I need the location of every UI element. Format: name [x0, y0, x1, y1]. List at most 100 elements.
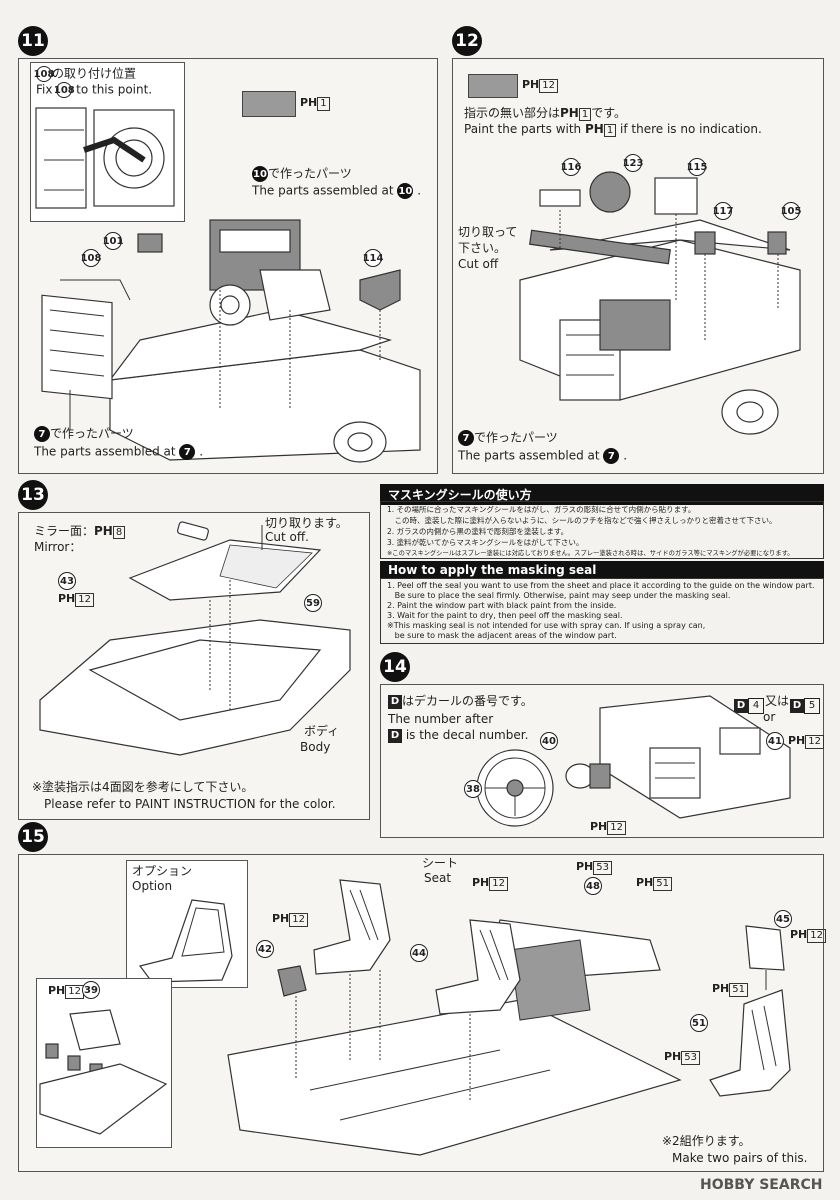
rear-seat-drawing [709, 925, 791, 1097]
step-13-body-drawing [39, 521, 351, 756]
paint-swatch-ph1 [242, 91, 296, 117]
inset-note-jp: 108の取り付け位置 [33, 66, 137, 82]
step-11-badge: 11 [18, 26, 48, 56]
step12-assembled-7-en: The parts assembled at 7 . [458, 448, 628, 464]
part-43: 43 [58, 572, 76, 590]
part-40: 40 [540, 732, 558, 750]
paint-refer-en: Please refer to PAINT INSTRUCTION for th… [44, 797, 336, 811]
step-ref-10-icon: 10 [252, 166, 268, 182]
part-51: 51 [690, 1014, 708, 1032]
option-label-en: Option [132, 879, 173, 893]
assembled-10-jp: 10で作ったパーツ [252, 166, 352, 182]
masking-jp-line: 2. ガラスの内側から黒の塗料で彫刻部を塗装します。 [387, 527, 569, 536]
part-117: 117 [713, 202, 733, 220]
decal-or-en: or [763, 710, 776, 724]
decal-note-en-2: D is the decal number. [388, 728, 528, 743]
masking-en-line: 2. Paint the window part with black pain… [387, 601, 617, 610]
step-15-badge: 15 [18, 822, 48, 852]
part-115: 115 [687, 158, 707, 176]
option-bucket-seat-drawing [138, 899, 233, 983]
step-14-badge: 14 [380, 652, 410, 682]
part-41: 41 [766, 732, 784, 750]
masking-en-line: ※This masking seal is not intended for u… [387, 621, 706, 630]
part-108: 108 [81, 249, 101, 267]
masking-en-line: be sure to mask the adjacent areas of th… [387, 631, 617, 640]
part-123: 123 [623, 154, 643, 172]
step-13-badge: 13 [18, 480, 48, 510]
step-11-assembly-drawing [41, 219, 421, 463]
cut-off-label-en: Cut off. [265, 530, 309, 544]
part-116: 116 [561, 158, 581, 176]
masking-en-line: 3. Wait for the paint to dry, then peel … [387, 611, 623, 620]
watermark-logo: HOBBY SEARCH [700, 1177, 823, 1193]
make-pairs-en: Make two pairs of this. [672, 1151, 808, 1165]
seat-label-jp: シート [422, 856, 459, 870]
masking-jp-box: 1. その場所に合ったマスキングシールをはがし、ガラスの彫刻に合せて内側から貼り… [380, 501, 824, 559]
part-38: 38 [464, 780, 482, 798]
masking-jp-line: 1. その場所に合ったマスキングシールをはがし、ガラスの彫刻に合せて内側から貼り… [387, 505, 696, 514]
seat-label-en: Seat [424, 871, 452, 885]
pedal-drawing [39, 1009, 168, 1135]
part-101: 101 [103, 232, 123, 250]
cut-off-label-jp: 切り取ります。 [265, 516, 348, 530]
masking-en-box: 1. Peel off the seal you want to use fro… [380, 578, 824, 644]
step-12-badge: 12 [452, 26, 482, 56]
part-45: 45 [774, 910, 792, 928]
part-105: 105 [781, 202, 801, 220]
mirror-label-en: Mirror： [34, 540, 82, 554]
part-44: 44 [410, 944, 428, 962]
step-15-interior-drawing [227, 879, 682, 1156]
part-108-label: 108 [34, 66, 54, 82]
paint-swatch-ph12 [468, 74, 518, 98]
decal-note-en-1: The number after [388, 712, 494, 726]
assembled-7-en: The parts assembled at 7 . [34, 444, 204, 460]
part-59: 59 [304, 594, 322, 612]
step-ref-7-icon: 7 [34, 426, 50, 442]
masking-jp-line: ※このマスキングシールはスプレー塗装には対応しておりません。スプレー塗装される時… [387, 550, 794, 557]
step-12-assembly-drawing [519, 171, 801, 435]
body-label-jp: ボディ [304, 724, 340, 738]
inset-engine-bay-drawing [35, 107, 175, 209]
part-48: 48 [584, 877, 602, 895]
masking-en-line: Be sure to place the seal firmly. Otherw… [387, 591, 731, 600]
masking-jp-line: 3. 塗料が乾いてからマスキングシールをはがして下さい。 [387, 538, 584, 547]
masking-header-en: How to apply the masking seal [380, 561, 824, 579]
masking-header-jp: マスキングシールの使い方 [380, 484, 824, 505]
make-pairs-jp: ※2組作ります。 [662, 1134, 751, 1148]
option-label-jp: オプション [132, 864, 193, 878]
paint-refer-jp: ※塗装指示は4面図を参考にして下さい。 [32, 780, 254, 794]
masking-jp-line: この時、塗装した際に塗料が入らないように、シールのフチを指などで強く押さえしっか… [387, 516, 777, 525]
cut-off-jp-2: 下さい。 [458, 241, 507, 255]
step-14-dashboard-drawing [476, 695, 791, 827]
inset-note-en: Fix 108 to this point. [36, 82, 153, 98]
cut-off-en: Cut off [458, 257, 499, 271]
decal-or-jp: 又は [765, 694, 790, 708]
part-114: 114 [363, 249, 383, 267]
body-label-en: Body [300, 740, 331, 754]
masking-en-line: 1. Peel off the seal you want to use fro… [387, 581, 815, 590]
part-42: 42 [256, 940, 274, 958]
part-39: 39 [82, 981, 100, 999]
assembled-10-en: The parts assembled at 10 . [252, 183, 422, 199]
